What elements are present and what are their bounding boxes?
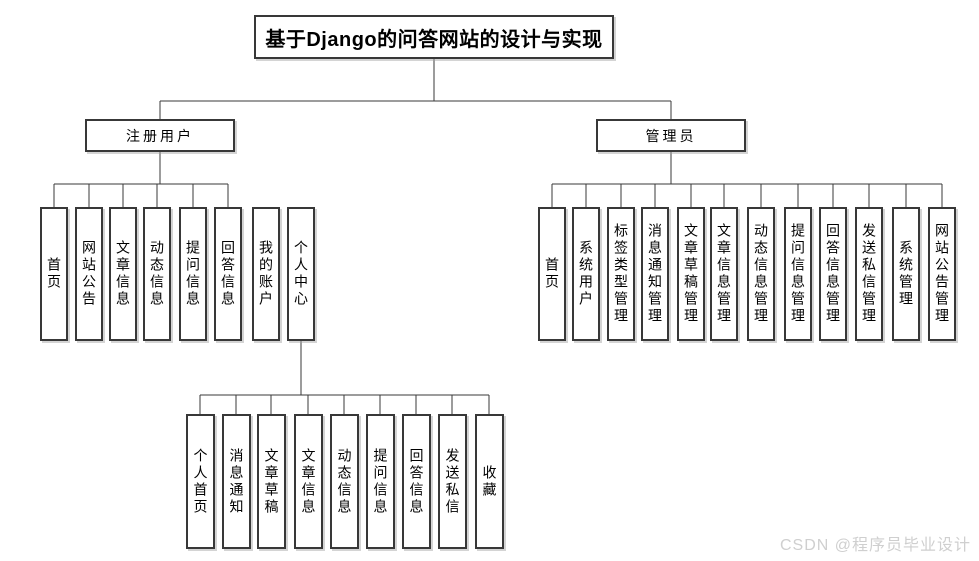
tree-node: 回答信息管理: [819, 207, 847, 341]
csdn-watermark: CSDN @程序员毕业设计: [779, 537, 971, 554]
tree-node: 文章信息管理: [710, 207, 738, 341]
tree-node: 系统管理: [892, 207, 920, 341]
tree-node: 消息通知: [222, 414, 251, 549]
tree-node: 文章信息: [109, 207, 137, 341]
tree-node: 我的账户: [252, 207, 280, 341]
tree-node-personal-center: 个人中心: [287, 207, 315, 341]
diagram-title: 基于Django的问答网站的设计与实现: [254, 15, 614, 59]
tree-node: 个人首页: [186, 414, 215, 549]
tree-node: 消息通知管理: [641, 207, 669, 341]
branch-admin: 管理员: [596, 119, 746, 152]
tree-node: 动态信息: [330, 414, 359, 549]
tree-node: 发送私信管理: [855, 207, 883, 341]
tree-node: 提问信息: [179, 207, 207, 341]
branch-registered-user: 注册用户: [85, 119, 235, 152]
tree-node: 提问信息管理: [784, 207, 812, 341]
tree-node: 动态信息管理: [747, 207, 775, 341]
tree-node: 收藏: [475, 414, 504, 549]
tree-node: 标签类型管理: [607, 207, 635, 341]
tree-node: 回答信息: [402, 414, 431, 549]
tree-node: 提问信息: [366, 414, 395, 549]
tree-node: 发送私信: [438, 414, 467, 549]
tree-node: 网站公告管理: [928, 207, 956, 341]
tree-node: 首页: [40, 207, 68, 341]
tree-node: 文章草稿管理: [677, 207, 705, 341]
tree-node: 动态信息: [143, 207, 171, 341]
tree-node: 网站公告: [75, 207, 103, 341]
tree-node: 首页: [538, 207, 566, 341]
tree-node: 文章信息: [294, 414, 323, 549]
tree-node: 系统用户: [572, 207, 600, 341]
tree-node: 回答信息: [214, 207, 242, 341]
tree-node: 文章草稿: [257, 414, 286, 549]
